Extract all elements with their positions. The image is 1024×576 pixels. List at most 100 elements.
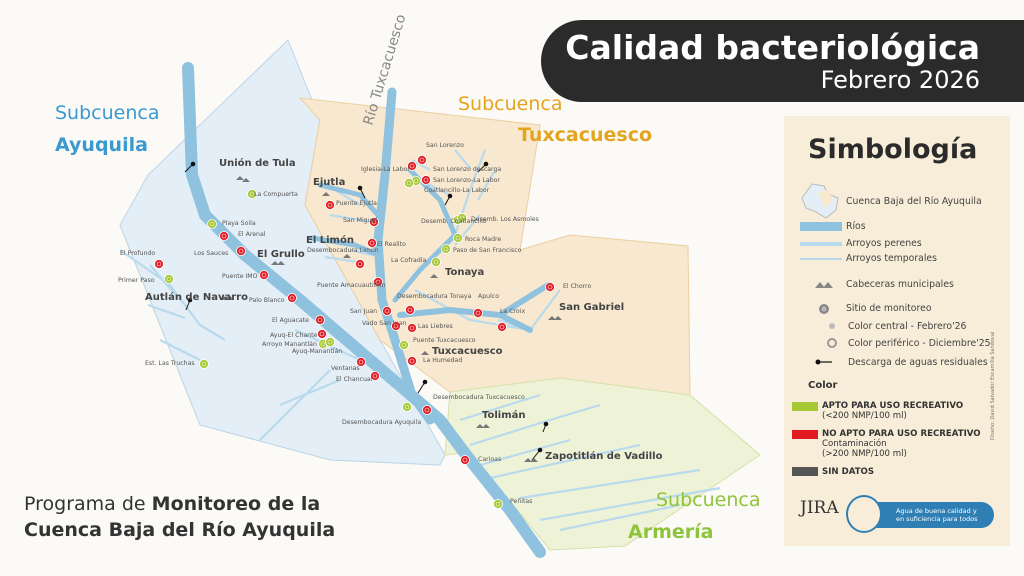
site-label: El Arenal <box>238 231 266 238</box>
peripheral-color-icon <box>827 338 837 348</box>
monitoring-site-center <box>327 202 333 208</box>
monitoring-site-center <box>320 341 326 347</box>
legend-title: Simbología <box>808 134 978 165</box>
apto-title: APTO PARA USO RECREATIVO <box>822 401 964 411</box>
town-el-limon: El Limón <box>306 234 354 246</box>
legend-towns: Cabeceras municipales <box>846 279 954 290</box>
monitoring-site-center <box>249 191 255 197</box>
site-label: El Chancual <box>336 376 373 383</box>
subcuenca-armeria-name: Armería <box>628 521 713 543</box>
rivers <box>182 62 551 558</box>
site-label: Palo Blanco <box>249 297 285 304</box>
no-apto-detail1: Contaminación <box>822 439 887 449</box>
monitoring-site-center <box>409 325 415 331</box>
program-bold1: Monitoreo de la <box>151 493 321 515</box>
legend-color-title: Color <box>808 380 838 391</box>
monitoring-site-center <box>547 284 553 290</box>
apto-detail: (<200 NMP/100 ml) <box>822 411 907 421</box>
monitoring-sites <box>154 155 555 509</box>
monitoring-site-center <box>372 373 378 379</box>
monitoring-site-center <box>406 180 412 186</box>
site-label: Coatlancillo-La Labor <box>424 187 490 194</box>
site-label: Paso de San Francisco <box>453 247 522 254</box>
site-label: Los Sauces <box>194 250 228 257</box>
river-icon <box>800 222 842 231</box>
site-label: Ayuq-El Chante <box>270 332 318 339</box>
town-ejutla: Ejutla <box>313 177 345 188</box>
site-label: Vado San Juan <box>362 320 406 327</box>
subcuenca-tuxcacuesco-name: Tuxcacuesco <box>518 124 652 146</box>
site-label: El Profundo <box>120 250 155 257</box>
bird-logo-icon <box>846 495 882 533</box>
site-label: Puente IMO <box>222 273 258 280</box>
site-label: El Chorro <box>563 283 591 290</box>
monitoring-site-center <box>433 259 439 265</box>
site-label: Roca Madre <box>465 236 501 243</box>
site-label: Puente Amacuautitlán <box>317 281 386 289</box>
subcuenca-ayuquila-name: Ayuquila <box>55 134 148 156</box>
monitoring-site-center <box>221 233 227 239</box>
site-label: La Compuerta <box>254 191 298 198</box>
site-label: El Realito <box>377 241 406 248</box>
armeria-area <box>444 377 761 551</box>
legend-basin: Cuenca Baja del Río Ayuquila <box>846 196 982 207</box>
credit: Diseño: David Salvador Escamilla Sandova… <box>990 331 996 440</box>
monitoring-site-center <box>409 163 415 169</box>
monitoring-site-center <box>401 342 407 348</box>
program-bold2: Cuenca Baja del Río Ayuquila <box>24 519 336 541</box>
sin-datos-title: SIN DATOS <box>822 467 875 477</box>
monitoring-site-center <box>475 310 481 316</box>
no-apto-detail2: (>200 NMP/100 ml) <box>822 449 907 459</box>
monitoring-site-center <box>375 279 381 285</box>
subcuenca-ayuquila-label: Subcuenca <box>55 102 159 124</box>
town-zapotitlan: Zapotitlán de Vadillo <box>545 450 663 462</box>
sin-datos-swatch <box>792 467 818 476</box>
sin-datos-text: SIN DATOS <box>822 467 874 477</box>
basin-icon <box>801 183 839 219</box>
monitoring-site-center <box>455 235 461 241</box>
monitoring-site-center <box>499 324 505 330</box>
program-title: Programa de Monitoreo de la Cuenca Baja … <box>24 491 335 543</box>
legend-temporary: Arroyos temporales <box>846 253 937 264</box>
site-label: Peñitas <box>510 498 532 505</box>
monitoring-site-center <box>156 261 162 267</box>
apto-swatch <box>792 402 818 411</box>
discharge-points <box>184 161 549 461</box>
site-label: San Miguel <box>343 217 377 224</box>
monitoring-site-center <box>495 501 501 507</box>
monitoring-site-center <box>409 358 415 364</box>
monitoring-site-center <box>462 457 468 463</box>
site-label: Primer Paso <box>118 277 155 284</box>
monitoring-site-center <box>289 295 295 301</box>
jira-tagline2: en suficiencia para todos <box>896 515 978 523</box>
monitoring-site-center <box>357 261 363 267</box>
site-label: Ventanas <box>331 365 360 372</box>
monitoring-site-center <box>261 272 267 278</box>
site-label: San Lorenzo <box>426 142 464 149</box>
monitoring-site-center <box>393 323 399 329</box>
site-label: Desembocadura Tonaya <box>397 293 472 300</box>
no-apto-title: NO APTO PARA USO RECREATIVO <box>822 429 981 439</box>
site-label: San Juan <box>350 308 377 315</box>
monitoring-site-center <box>424 407 430 413</box>
apto-text: APTO PARA USO RECREATIVO (<200 NMP/100 m… <box>822 401 963 421</box>
legend-discharge: Descarga de aguas residuales <box>848 357 988 368</box>
center-color-icon <box>829 323 835 329</box>
monitoring-site-center <box>317 317 323 323</box>
town-el-grullo: El Grullo <box>257 249 305 260</box>
no-apto-swatch <box>792 430 818 439</box>
page-date: Febrero 2026 <box>820 66 980 94</box>
site-label: Desembocadura Limón <box>307 246 379 254</box>
site-label: La Humedad <box>423 357 462 364</box>
program-prefix: Programa de <box>24 493 146 515</box>
page-title: Calidad bacteriológica <box>565 28 980 67</box>
monitoring-site-center <box>371 219 377 225</box>
site-label: Est. Las Truchas <box>145 360 195 367</box>
monitoring-site-center <box>327 339 333 345</box>
monitoring-site-center <box>423 177 429 183</box>
town-tuxcacuesco: Tuxcacuesco <box>432 346 503 357</box>
site-label: San Lorenzo descarga <box>433 166 501 173</box>
monitoring-site-center <box>166 276 172 282</box>
monitoring-site-center <box>209 221 215 227</box>
site-label: Arroyo Manantlán <box>262 340 317 348</box>
